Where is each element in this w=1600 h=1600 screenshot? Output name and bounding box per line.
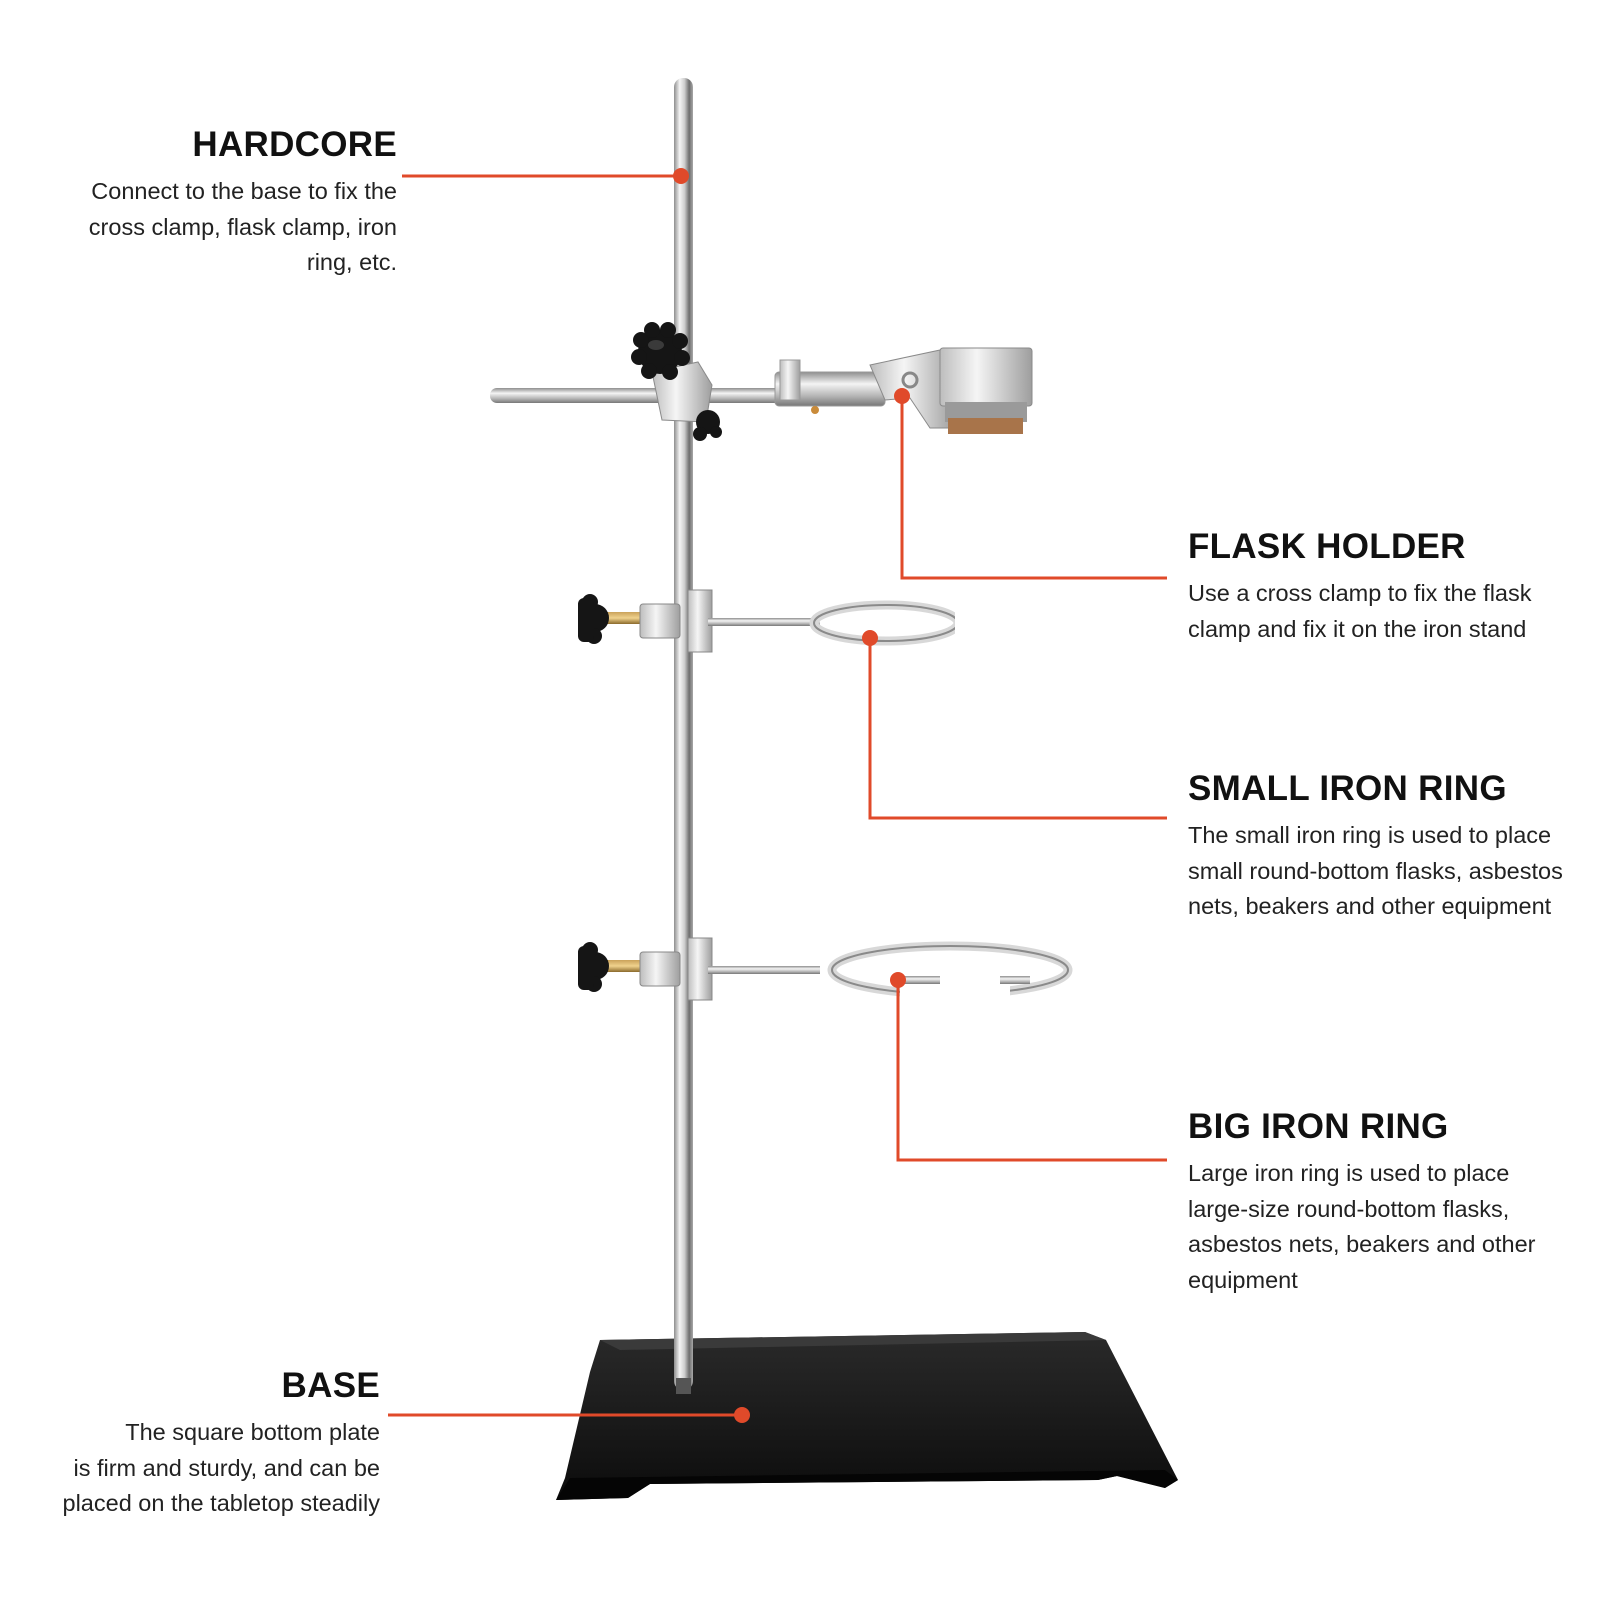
callout-lines: [388, 168, 1167, 1423]
label-flask-holder: FLASK HOLDER Use a cross clamp to fix th…: [1188, 526, 1531, 647]
big-iron-ring-assembly: [578, 937, 1073, 1002]
label-title: FLASK HOLDER: [1188, 527, 1466, 566]
knob-icon: [631, 322, 690, 380]
label-description: Connect to the base to fix the cross cla…: [88, 178, 397, 275]
label-hardcore: HARDCORE Connect to the base to fix the …: [89, 124, 397, 281]
knob-icon: [578, 942, 609, 992]
callout-dot-base: [734, 1407, 750, 1423]
callout-dot-flask-holder: [894, 388, 910, 404]
label-description: Use a cross clamp to fix the flask clamp…: [1188, 580, 1532, 642]
callout-dot-small-ring: [862, 630, 878, 646]
label-small-iron-ring: SMALL IRON RING The small iron ring is u…: [1188, 768, 1563, 925]
label-title: BIG IRON RING: [1188, 1107, 1449, 1146]
label-description: The square bottom plate is firm and stur…: [62, 1419, 380, 1516]
callout-line-flask-holder: [900, 396, 1167, 580]
callout-line-small-ring: [868, 638, 1167, 820]
label-description: Large iron ring is used to place large-s…: [1188, 1160, 1536, 1293]
label-title: SMALL IRON RING: [1188, 769, 1507, 808]
knob-icon: [578, 594, 609, 644]
base-plate: [556, 1332, 1178, 1500]
label-big-iron-ring: BIG IRON RING Large iron ring is used to…: [1188, 1106, 1536, 1298]
label-title: BASE: [281, 1366, 380, 1405]
label-title: HARDCORE: [192, 125, 397, 164]
callout-dot-big-ring: [890, 972, 906, 988]
flask-holder-assembly: [490, 322, 1033, 441]
label-description: The small iron ring is used to place sma…: [1188, 822, 1563, 919]
label-base: BASE The square bottom plate is firm and…: [63, 1365, 380, 1522]
vertical-rod: [674, 78, 693, 1394]
small-iron-ring-assembly: [578, 589, 975, 653]
knob-icon: [693, 410, 722, 441]
callout-dot-hardcore: [673, 168, 689, 184]
callout-line-big-ring: [896, 980, 1167, 1162]
